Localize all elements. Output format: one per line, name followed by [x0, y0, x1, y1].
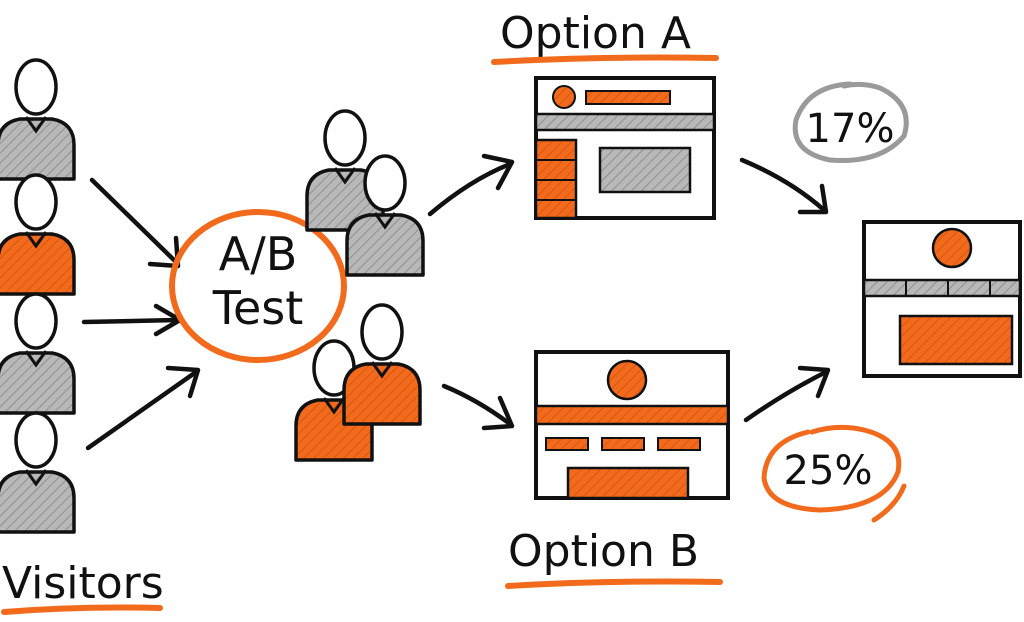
option-a-webpage-wireframe-icon [534, 76, 716, 220]
option-b-conversion-badge: 25% [761, 424, 907, 523]
option-b-underline [505, 578, 723, 589]
visitors-label: Visitors [2, 558, 164, 609]
option-a-underline [491, 54, 719, 65]
option-b-webpage-wireframe-icon [534, 350, 730, 500]
ab-test-line2: Test [212, 281, 304, 335]
visitor-person-1 [0, 58, 76, 181]
ab-test-line1: A/B [219, 227, 298, 281]
winner-webpage-wireframe-icon [862, 220, 1022, 378]
option-a-conversion: 17% [806, 106, 895, 152]
visitors-underline [1, 604, 163, 615]
option-a-conversion-badge: 17% [792, 81, 909, 163]
option-b-conversion: 25% [784, 448, 873, 494]
option-b-label: Option B [508, 526, 699, 577]
ab-test-circle: A/B Test [169, 209, 347, 363]
visitor-person-2 [0, 173, 76, 296]
option-a-label: Option A [500, 8, 691, 59]
visitor-person-4 [0, 411, 76, 534]
arrow-icon [81, 177, 201, 451]
visitor-person-3 [0, 292, 76, 415]
arrow-icon [739, 157, 831, 423]
arrow-icon [427, 153, 515, 431]
